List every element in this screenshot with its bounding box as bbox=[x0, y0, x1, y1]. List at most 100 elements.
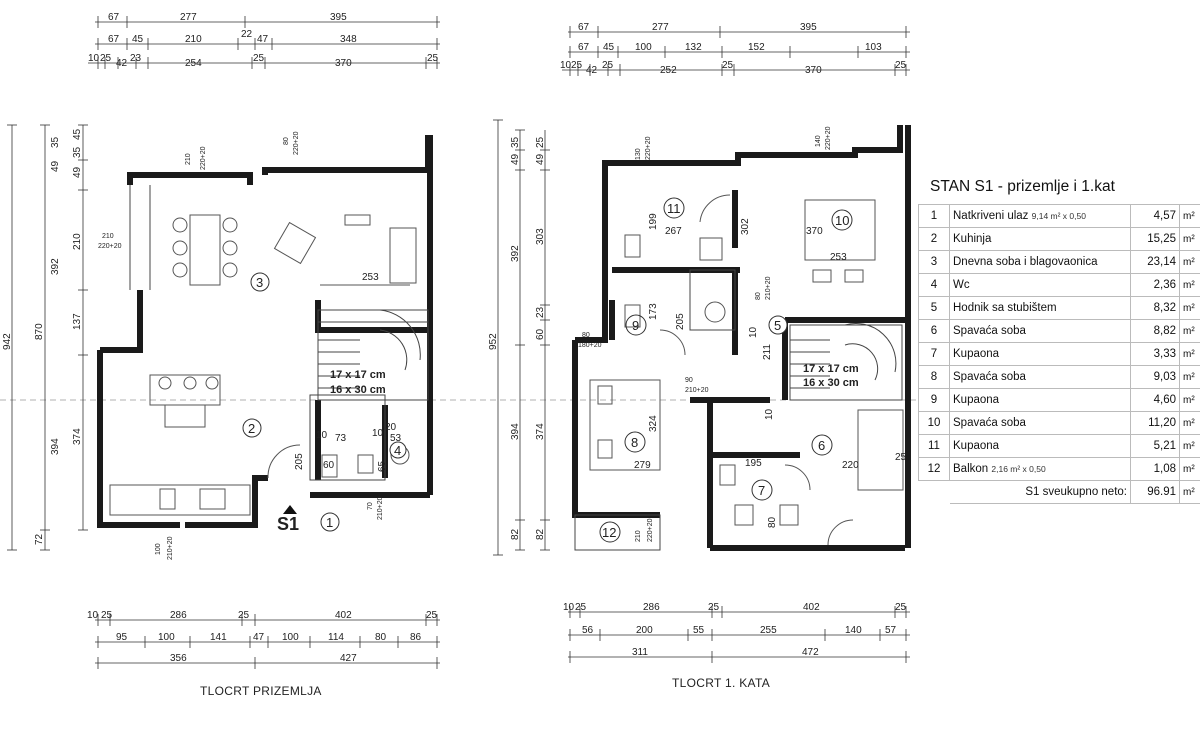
dim-label: 80 bbox=[375, 632, 387, 643]
area-note: 2,16 m² x 0,50 bbox=[991, 464, 1046, 474]
toilet-icon bbox=[719, 464, 736, 486]
dim-label: 45 bbox=[72, 128, 83, 140]
room-name: Balkon bbox=[953, 463, 989, 475]
dim-label: 45 bbox=[603, 42, 615, 53]
room-no: 3 bbox=[918, 250, 950, 274]
area-unit: m² bbox=[1179, 365, 1200, 389]
door-label: 210+20 bbox=[765, 276, 772, 300]
ground-inner-dims: 253 10 73 10 53 20 60 65 205 bbox=[294, 272, 402, 472]
room-area: 11,20 bbox=[1130, 411, 1180, 435]
dim-label: 65 bbox=[377, 460, 388, 472]
dim-label: 370 bbox=[806, 226, 823, 237]
door-label: 130 bbox=[635, 148, 642, 160]
room-name: Natkriveni ulaz bbox=[953, 210, 1029, 222]
dim-label: 82 bbox=[510, 528, 521, 540]
stair-size-label: 16 x 30 cm bbox=[803, 377, 859, 389]
room-name-cell: Natkriveni ulaz 9,14 m² x 0,50 bbox=[949, 204, 1131, 228]
room-name: Kupaona bbox=[953, 440, 1000, 452]
dim-label: 10 bbox=[372, 428, 384, 439]
stair-size-label: 17 x 17 cm bbox=[330, 369, 386, 381]
room-name-cell: Dnevna soba i blagovaonica bbox=[949, 250, 1131, 274]
dim-label: 57 bbox=[885, 625, 897, 636]
room-number: 7 bbox=[758, 483, 765, 498]
room-area: 1,08 bbox=[1130, 457, 1180, 481]
room-no: 9 bbox=[918, 388, 950, 412]
room-name: Spavaća soba bbox=[953, 325, 1026, 337]
dim-label: 302 bbox=[740, 218, 751, 235]
room-name: Hodnik sa stubištem bbox=[953, 302, 1057, 314]
first-inner-dims: 199 267 302 370 253 173 211 324 279 195 … bbox=[634, 213, 907, 528]
armchair-icon bbox=[273, 221, 317, 265]
dim-label: 277 bbox=[180, 12, 197, 23]
bed-icon bbox=[589, 379, 661, 471]
dim-label: 45 bbox=[132, 34, 144, 45]
balcony-outline bbox=[574, 514, 661, 551]
dim-label: 252 bbox=[660, 65, 677, 76]
ground-left-dim-labels: 942 870 72 35 49 392 394 45 35 49 210 13… bbox=[2, 128, 83, 545]
first-left-dim-labels: 952 35 49 392 394 82 25 49 303 23 60 374… bbox=[488, 136, 546, 540]
dim-label: 47 bbox=[257, 34, 269, 45]
room-no: 4 bbox=[918, 273, 950, 297]
dim-label: 22 bbox=[241, 29, 253, 40]
door-label: 180+20 bbox=[578, 342, 602, 349]
dim-label: 137 bbox=[72, 313, 83, 330]
door-label: 80 bbox=[582, 332, 590, 339]
dim-label: 25 bbox=[426, 610, 438, 621]
room-no: 11 bbox=[918, 434, 950, 458]
door-label: 80 bbox=[283, 137, 290, 145]
dim-label: 10 bbox=[316, 430, 328, 441]
tv-icon bbox=[344, 214, 371, 226]
first-floor-caption: TLOCRT 1. KATA bbox=[672, 676, 770, 690]
first-bottom-dimensions bbox=[568, 606, 910, 663]
door-label: 100 bbox=[155, 543, 162, 555]
bed-icon bbox=[804, 199, 876, 261]
room-number: 8 bbox=[631, 435, 638, 450]
room-number: 10 bbox=[835, 213, 849, 228]
dim-label: 95 bbox=[116, 632, 128, 643]
area-unit: m² bbox=[1179, 273, 1200, 297]
area-unit: m² bbox=[1179, 319, 1200, 343]
dim-label: 392 bbox=[510, 245, 521, 262]
dim-label: 55 bbox=[693, 625, 705, 636]
dim-label: 395 bbox=[330, 12, 347, 23]
dim-label: 100 bbox=[282, 632, 299, 643]
dim-label: 103 bbox=[865, 42, 882, 53]
room-area: 4,57 bbox=[1130, 204, 1180, 228]
door-label: 220+20 bbox=[645, 136, 652, 160]
door-label: 210 bbox=[635, 530, 642, 542]
dim-label: 303 bbox=[535, 228, 546, 245]
dim-label: 82 bbox=[535, 528, 546, 540]
dim-label: 86 bbox=[410, 632, 422, 643]
dim-label: 370 bbox=[805, 65, 822, 76]
area-unit: m² bbox=[1179, 457, 1200, 481]
area-unit: m² bbox=[1179, 250, 1200, 274]
entrance-label: S1 bbox=[277, 514, 299, 534]
ground-walls bbox=[97, 135, 433, 528]
total-value: 96.91 bbox=[1130, 480, 1180, 504]
dim-label: 10 bbox=[88, 53, 100, 64]
room-no: 10 bbox=[918, 411, 950, 435]
dim-label: 870 bbox=[34, 323, 45, 340]
dim-label: 279 bbox=[634, 460, 651, 471]
dim-label: 49 bbox=[510, 153, 521, 165]
dim-label: 402 bbox=[803, 602, 820, 613]
room-name-cell: Spavaća soba bbox=[949, 411, 1131, 435]
room-name-cell: Kupaona bbox=[949, 342, 1131, 366]
room-number: 5 bbox=[774, 318, 781, 333]
area-unit: m² bbox=[1179, 296, 1200, 320]
dim-label: 47 bbox=[253, 632, 265, 643]
door-label: 210+20 bbox=[377, 496, 384, 520]
room-number: 4 bbox=[394, 443, 401, 458]
first-bottom-dim-labels: 10 25 286 25 402 25 56 200 55 255 140 57… bbox=[563, 602, 907, 658]
dim-label: 277 bbox=[652, 22, 669, 33]
dim-label: 952 bbox=[488, 333, 499, 350]
dim-label: 114 bbox=[328, 632, 344, 643]
dim-label: 23 bbox=[130, 53, 142, 64]
dim-label: 25 bbox=[427, 53, 439, 64]
